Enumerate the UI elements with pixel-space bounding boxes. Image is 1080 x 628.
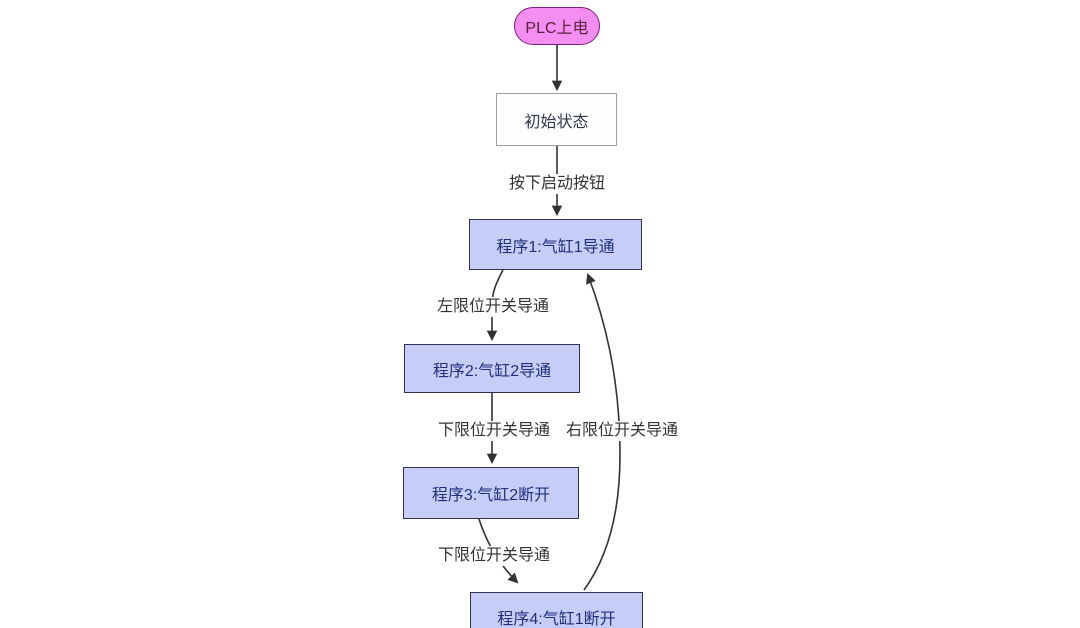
- node-program1-label: 程序1:气缸1导通: [496, 238, 615, 256]
- edge-label-press-start-button: 按下启动按钮: [504, 174, 610, 194]
- node-program1-cylinder1-on: 程序1:气缸1导通: [469, 219, 642, 270]
- edge-p4-to-p1-return: [583, 273, 621, 591]
- node-plc-power-on: PLC上电: [514, 7, 600, 45]
- edge-label-lower-limit-switch-on-1: 下限位开关导通: [433, 421, 555, 441]
- node-program3-cylinder2-off: 程序3:气缸2断开: [403, 467, 579, 519]
- node-plc-power-on-label: PLC上电: [525, 20, 589, 37]
- node-program4-cylinder1-off: 程序4:气缸1断开: [470, 592, 643, 628]
- node-program3-label: 程序3:气缸2断开: [431, 487, 551, 504]
- edge-label-right-limit-switch-on: 右限位开关导通: [561, 421, 683, 441]
- node-program4-label: 程序4:气缸1断开: [497, 611, 616, 628]
- node-initial-state-label: 初始状态: [524, 113, 589, 131]
- node-initial-state: 初始状态: [496, 93, 617, 146]
- edge-label-left-limit-switch-on: 左限位开关导通: [432, 297, 554, 317]
- node-program2-label: 程序2:气缸2导通: [432, 362, 552, 380]
- node-program2-cylinder2-on: 程序2:气缸2导通: [404, 344, 580, 393]
- edge-label-lower-limit-switch-on-2: 下限位开关导通: [433, 546, 555, 566]
